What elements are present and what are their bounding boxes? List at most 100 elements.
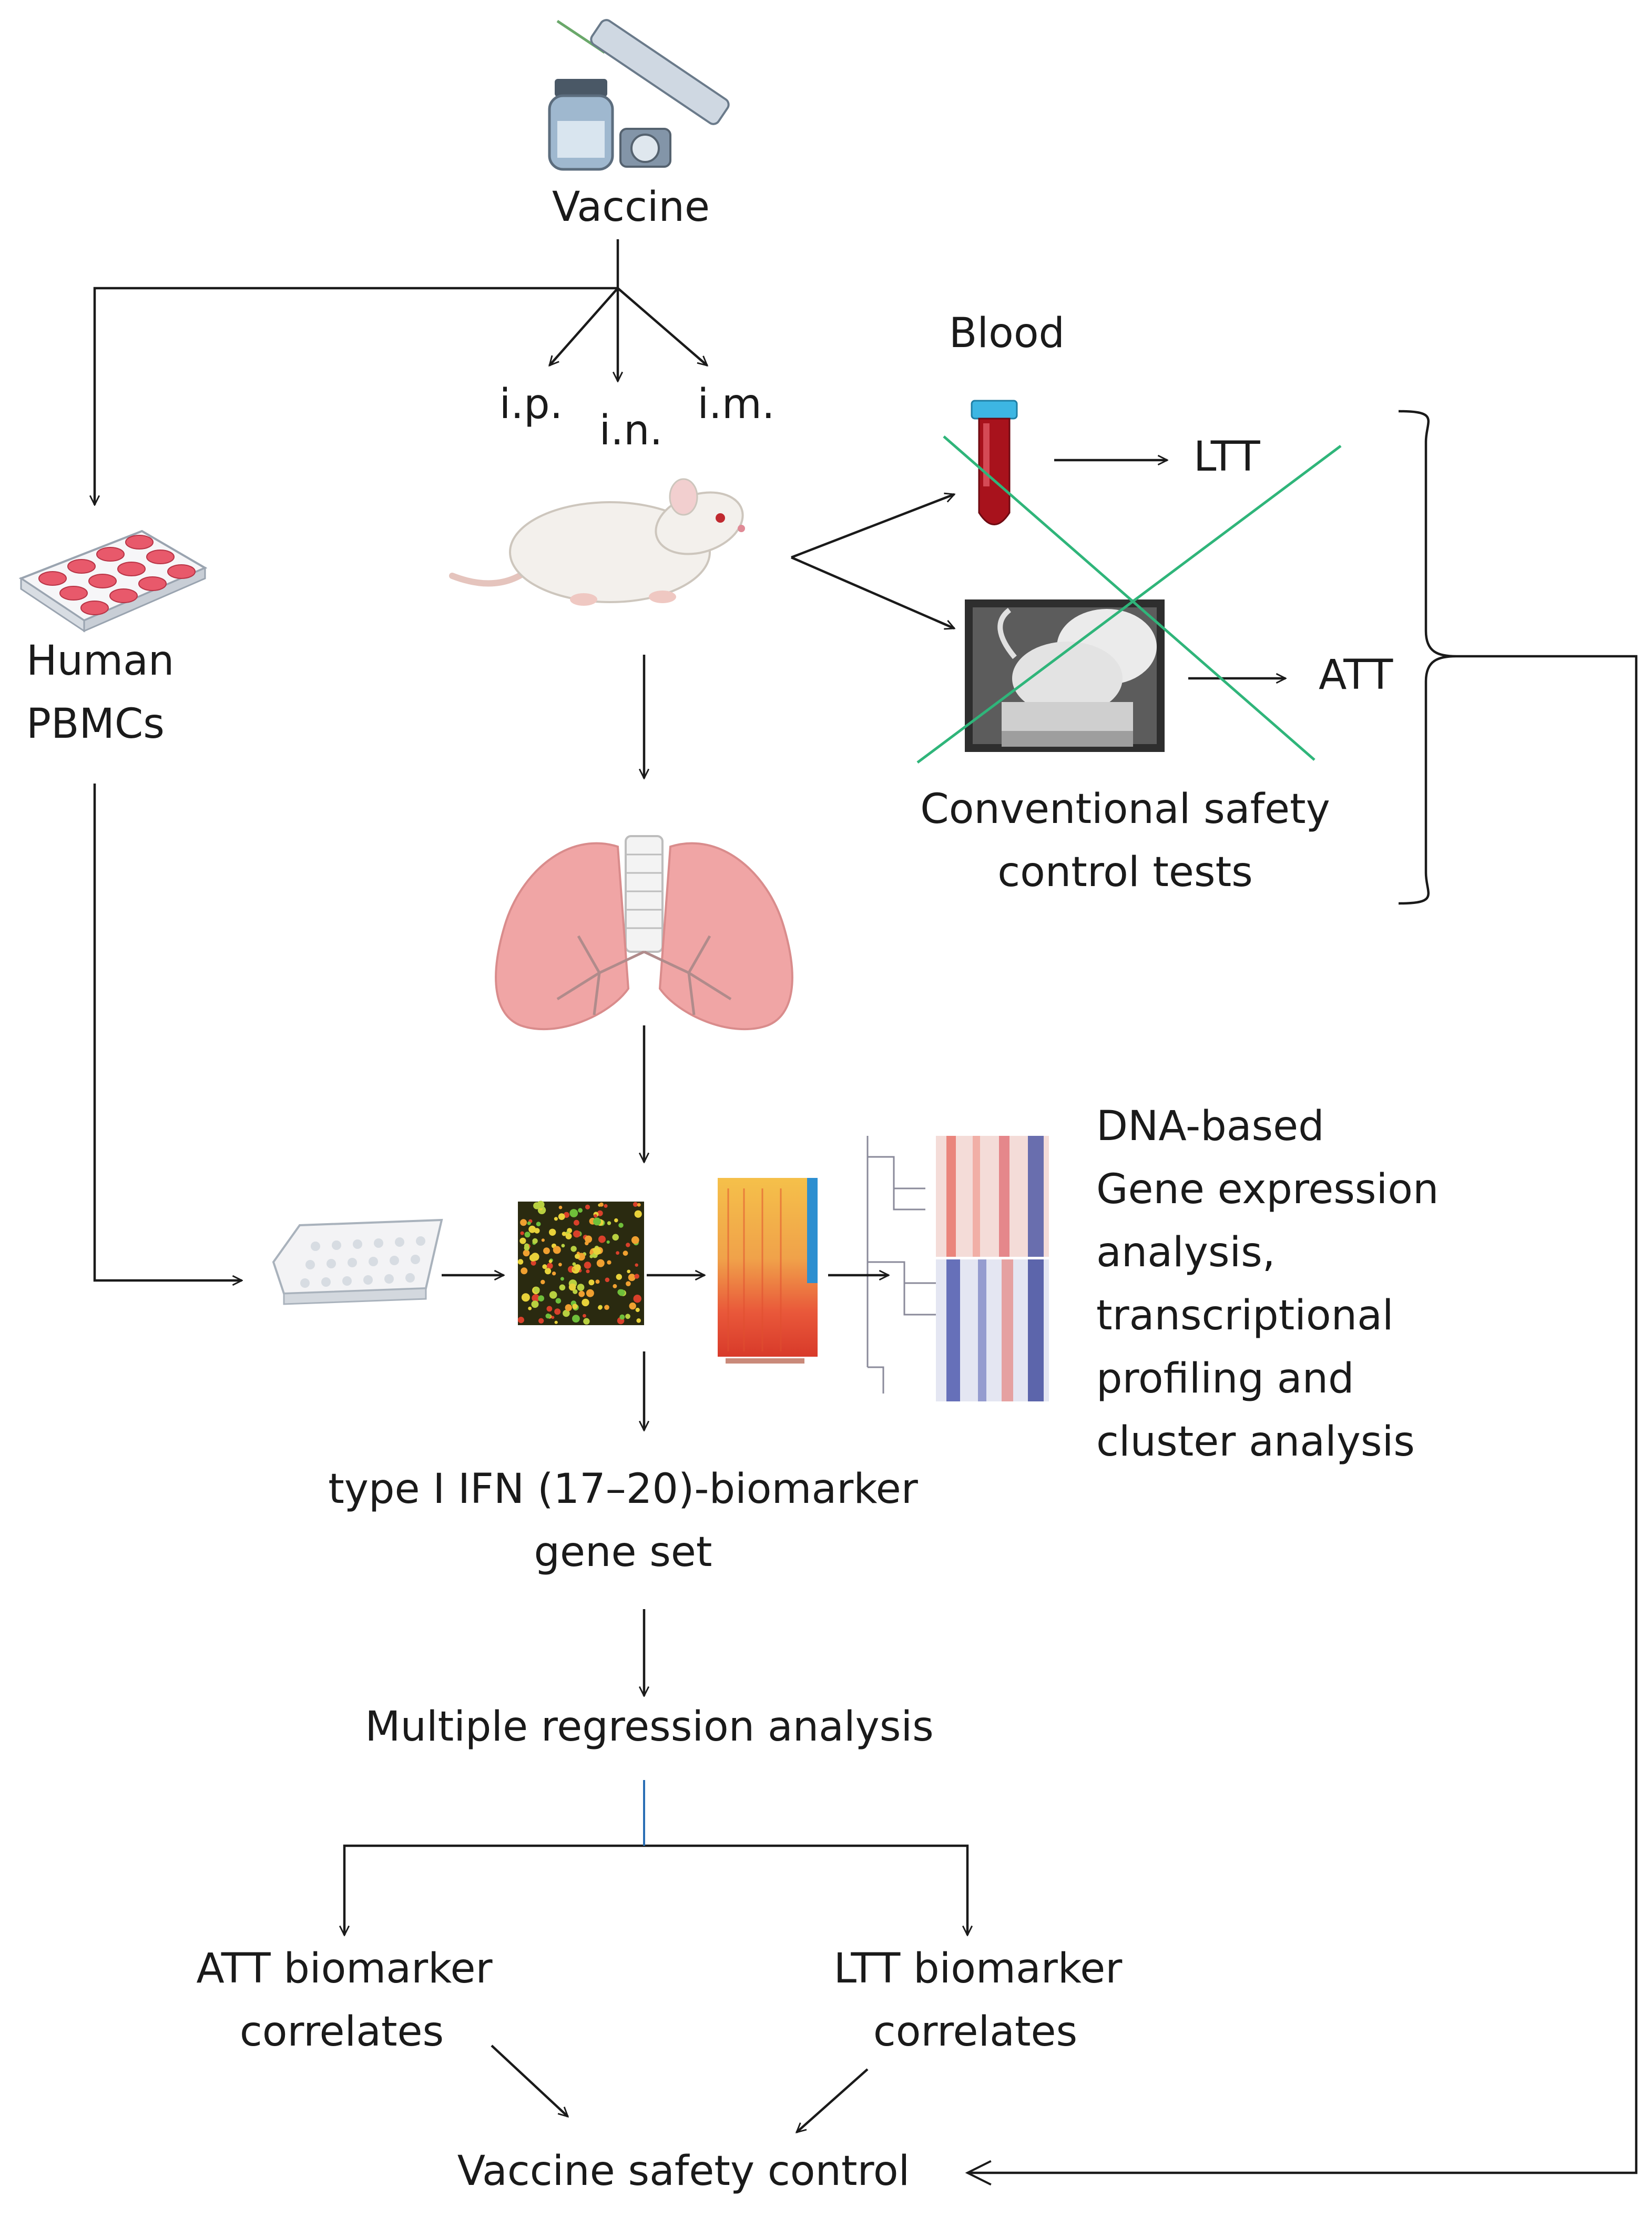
ltt-biomarker-line1: LTT biomarker bbox=[834, 1945, 1123, 1992]
scan-spot bbox=[612, 1234, 619, 1241]
scan-spot bbox=[574, 1264, 581, 1271]
scan-spot bbox=[627, 1269, 631, 1274]
pbmcs-label: PBMCs bbox=[26, 700, 165, 748]
scan-spot bbox=[574, 1219, 579, 1226]
scan-spot bbox=[558, 1205, 563, 1209]
scan-spot bbox=[577, 1253, 585, 1261]
scan-spot bbox=[585, 1235, 593, 1243]
att-label: ATT bbox=[1319, 652, 1393, 699]
scan-spot bbox=[613, 1284, 617, 1288]
arrow-im bbox=[617, 287, 707, 365]
scan-spot bbox=[563, 1309, 570, 1317]
scan-spot bbox=[636, 1318, 641, 1323]
scan-spot bbox=[527, 1221, 531, 1225]
scan-spot bbox=[545, 1268, 552, 1275]
scan-spot bbox=[572, 1315, 580, 1323]
scan-spot bbox=[520, 1231, 524, 1235]
scan-spot bbox=[593, 1247, 601, 1255]
scan-spot bbox=[633, 1202, 638, 1207]
scan-spot bbox=[619, 1314, 625, 1320]
scan-spot bbox=[634, 1274, 639, 1279]
scan-spot bbox=[552, 1272, 556, 1276]
scan-spot bbox=[519, 1237, 526, 1244]
vaccine-vial-syringe-icon bbox=[548, 19, 730, 171]
route-im-label: i.m. bbox=[697, 381, 774, 428]
scan-spot bbox=[541, 1238, 545, 1242]
scan-spot bbox=[529, 1254, 537, 1262]
scan-spot bbox=[616, 1251, 619, 1255]
scan-spot bbox=[524, 1243, 529, 1248]
scan-spot bbox=[606, 1240, 610, 1244]
vaccine-safety-control-label: Vaccine safety control bbox=[457, 2148, 910, 2195]
scan-spot bbox=[558, 1213, 565, 1221]
scan-spot bbox=[548, 1259, 553, 1263]
ltt-label: LTT bbox=[1194, 433, 1260, 481]
scan-spot bbox=[582, 1298, 589, 1307]
scan-spot bbox=[626, 1281, 631, 1286]
scan-spot bbox=[565, 1233, 572, 1239]
scan-spot bbox=[542, 1264, 547, 1269]
scan-spot bbox=[523, 1249, 530, 1257]
scan-spot bbox=[538, 1318, 544, 1324]
scan-spot bbox=[533, 1287, 540, 1293]
att-test-photo bbox=[965, 599, 1165, 752]
conventional-tests-line2: control tests bbox=[997, 849, 1253, 896]
scan-spot bbox=[572, 1304, 578, 1309]
route-in-label: i.n. bbox=[599, 407, 663, 454]
scan-spot bbox=[626, 1243, 630, 1247]
arrow-ltt-biomarker-to-safety bbox=[797, 2068, 869, 2132]
scan-spot bbox=[583, 1314, 586, 1318]
scan-spot bbox=[598, 1305, 603, 1310]
scan-spot bbox=[577, 1284, 585, 1291]
scan-spot bbox=[528, 1306, 532, 1310]
blood-label: Blood bbox=[949, 310, 1065, 357]
scan-spot bbox=[573, 1230, 580, 1238]
scan-spot bbox=[625, 1314, 630, 1319]
scan-spot bbox=[531, 1300, 539, 1308]
dna-analysis-line5: profiling and bbox=[1096, 1355, 1354, 1402]
gene-set-line1: type I IFN (17–20)-biomarker bbox=[328, 1466, 918, 1513]
scan-spot bbox=[568, 1283, 576, 1291]
dna-analysis-line3: analysis, bbox=[1096, 1229, 1276, 1276]
human-label: Human bbox=[26, 637, 174, 685]
scan-spot bbox=[586, 1289, 594, 1297]
scan-spot bbox=[520, 1219, 527, 1226]
scan-spot bbox=[554, 1308, 561, 1315]
scan-spot bbox=[623, 1250, 628, 1256]
feedback-to-safety-control bbox=[965, 655, 1638, 2186]
scan-spot bbox=[584, 1262, 592, 1269]
scan-spot bbox=[605, 1277, 610, 1283]
arrow-pbmc-to-chip bbox=[93, 784, 242, 1280]
scan-spot bbox=[531, 1260, 536, 1266]
cluster-dendrogram-heatmap-icon bbox=[866, 1136, 1049, 1401]
arrow-to-blood bbox=[791, 494, 954, 559]
scan-spot bbox=[635, 1263, 638, 1267]
cross-out-mark bbox=[916, 435, 1342, 764]
scan-spot bbox=[596, 1259, 605, 1267]
scan-spot bbox=[546, 1306, 553, 1312]
dna-analysis-line4: transcriptional bbox=[1096, 1292, 1394, 1339]
scan-spot bbox=[549, 1228, 556, 1236]
scan-spot bbox=[634, 1210, 642, 1218]
scan-spot bbox=[607, 1221, 611, 1225]
scan-spot bbox=[594, 1214, 597, 1218]
scan-spot bbox=[554, 1320, 558, 1324]
scan-spot bbox=[521, 1293, 530, 1302]
scan-spot bbox=[554, 1217, 558, 1221]
scan-spot bbox=[572, 1262, 576, 1266]
scan-spot bbox=[578, 1208, 583, 1213]
scan-spot bbox=[628, 1274, 636, 1282]
arrow-to-att-biomarker bbox=[344, 1844, 644, 1935]
microarray-scan-icon bbox=[517, 1201, 644, 1325]
scan-spot bbox=[629, 1302, 636, 1310]
cell-culture-plate-icon bbox=[18, 530, 208, 633]
scan-spot bbox=[570, 1246, 577, 1252]
scan-spot bbox=[599, 1202, 604, 1207]
scan-spot bbox=[586, 1269, 590, 1274]
scan-spot bbox=[560, 1277, 564, 1281]
conventional-tests-line1: Conventional safety bbox=[920, 786, 1330, 833]
arrow-ip bbox=[549, 287, 619, 365]
scan-spot bbox=[532, 1294, 540, 1302]
scan-spot bbox=[541, 1279, 545, 1285]
vaccine-label: Vaccine bbox=[552, 184, 710, 231]
